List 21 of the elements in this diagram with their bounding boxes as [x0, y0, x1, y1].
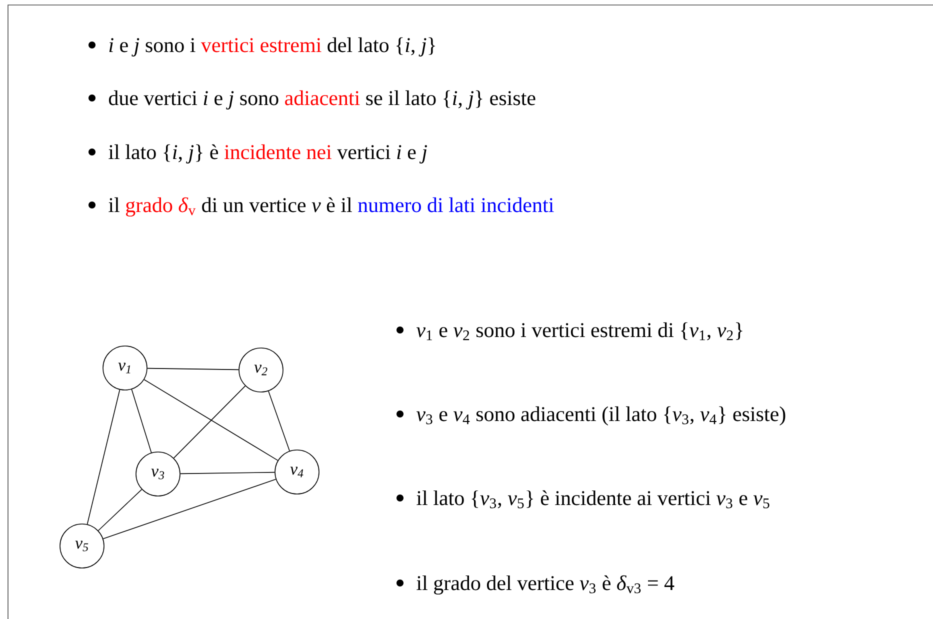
graph-edge — [180, 472, 275, 474]
graph-edge — [268, 390, 290, 452]
bullet-item: il grado δ$_{v}$ di un vertice v è il numero di lati incidenti — [88, 197, 554, 217]
bullet-item: v$_{1}$ e v$_{2}$ sono i vertici estremi di {v$_{1}$, v$_{2}$} — [396, 322, 742, 340]
graph-edge — [102, 478, 276, 540]
bullet-item: i e j sono i vertici estremi del lato {i, j} — [88, 37, 435, 56]
graph-edge — [144, 379, 278, 461]
bullet-item: il grado del vertice v$_{3}$ è δ$_{v3}$ = 4 — [396, 575, 674, 595]
label: numero di lati incidenti — [358, 197, 554, 212]
graph-edge — [147, 368, 240, 370]
label: di un vertice v è il — [202, 197, 352, 212]
graph-edge — [98, 489, 142, 531]
label: grado δ$_{v}$ — [126, 197, 196, 217]
bullet-item: il lato {v$_{3}$, v$_{5}$} è incidente ai vertici v$_{3}$ e v$_{5}$ — [396, 490, 770, 508]
graph-edge — [86, 389, 120, 525]
graph-edge — [173, 386, 246, 458]
label: il — [108, 197, 120, 212]
bullet-item: il lato {i, j} è incidente nei vertici i e j — [88, 144, 427, 164]
graph-edge — [131, 389, 152, 454]
bullet-item: v$_{3}$ e v$_{4}$ sono adiacenti (il lato {v$_{3}$, v$_{4}$} esiste) — [396, 406, 786, 426]
bullet-item: due vertici i e j sono adiacenti se il lato {i, j} esiste — [88, 90, 536, 110]
